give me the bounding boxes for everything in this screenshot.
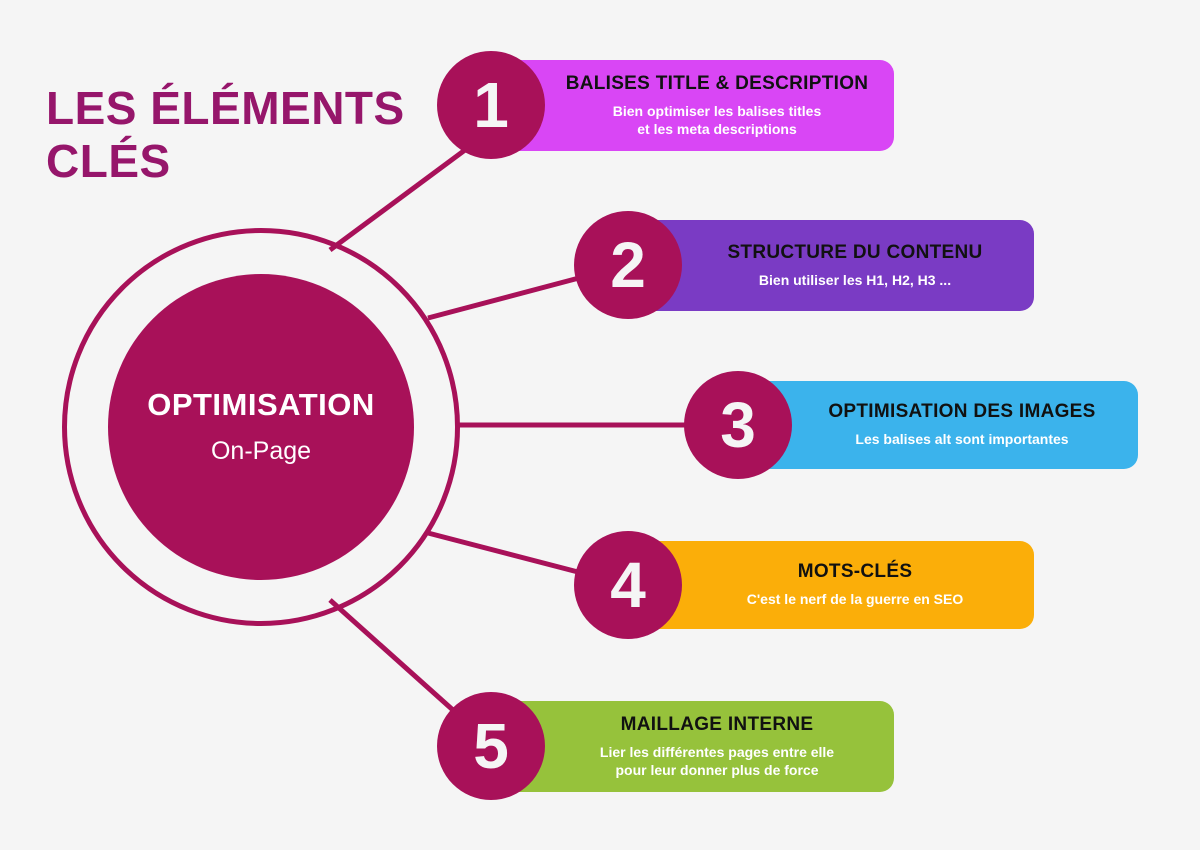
item-title-1: BALISES TITLE & DESCRIPTION: [565, 72, 869, 94]
item-number-3: 3: [720, 389, 756, 461]
item-badge-2[interactable]: 2: [574, 211, 682, 319]
item-desc-1: Bien optimiser les balises titles et les…: [612, 102, 822, 137]
item-card-5[interactable]: MAILLAGE INTERNE Lier les différentes pa…: [490, 701, 894, 792]
center-node: OPTIMISATION On-Page: [108, 274, 414, 580]
item-desc-4: C'est le nerf de la guerre en SEO: [746, 591, 964, 608]
item-title-5: MAILLAGE INTERNE: [620, 713, 814, 735]
item-title-4: MOTS-CLÉS: [797, 561, 913, 583]
item-desc-3: Les balises alt sont importantes: [855, 431, 1069, 448]
item-desc-2: Bien utiliser les H1, H2, H3 ...: [758, 271, 952, 288]
center-title: OPTIMISATION: [147, 387, 375, 423]
item-title-2: STRUCTURE DU CONTENU: [727, 241, 983, 263]
item-number-5: 5: [473, 710, 509, 782]
item-card-2[interactable]: STRUCTURE DU CONTENU Bien utiliser les H…: [626, 220, 1034, 311]
item-badge-5[interactable]: 5: [437, 692, 545, 800]
page-title: LES ÉLÉMENTS CLÉS: [46, 82, 446, 188]
item-badge-3[interactable]: 3: [684, 371, 792, 479]
item-title-3: OPTIMISATION DES IMAGES: [828, 401, 1096, 423]
item-badge-1[interactable]: 1: [437, 51, 545, 159]
center-subtitle: On-Page: [210, 436, 312, 465]
item-number-2: 2: [610, 229, 646, 301]
item-card-1[interactable]: BALISES TITLE & DESCRIPTION Bien optimis…: [490, 60, 894, 151]
item-card-4[interactable]: MOTS-CLÉS C'est le nerf de la guerre en …: [626, 541, 1034, 629]
item-number-4: 4: [610, 549, 646, 621]
page-title-line-1: LES ÉLÉMENTS: [46, 82, 405, 134]
center-ring: [62, 228, 460, 626]
page-title-line-2: CLÉS: [46, 134, 171, 187]
item-badge-4[interactable]: 4: [574, 531, 682, 639]
item-number-1: 1: [473, 69, 509, 141]
item-desc-5: Lier les différentes pages entre elle po…: [599, 743, 835, 778]
item-card-3[interactable]: OPTIMISATION DES IMAGES Les balises alt …: [736, 381, 1138, 469]
